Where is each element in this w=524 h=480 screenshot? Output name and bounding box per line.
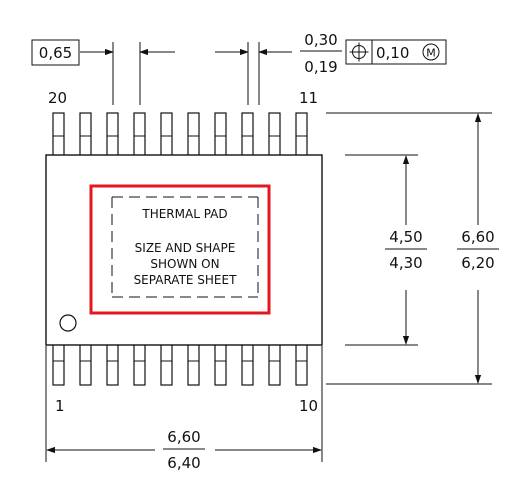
overall-height-min: 6,20 — [461, 254, 494, 272]
top-pin-15 — [187, 112, 200, 157]
pin-label-1: 1 — [55, 397, 65, 415]
body-height-dimension — [345, 154, 427, 346]
thermal-pad-note-line2: SHOWN ON — [150, 257, 219, 271]
thermal-pad-highlight-box — [89, 184, 271, 315]
bottom-pin-10 — [295, 343, 308, 386]
bottom-pin-2 — [79, 343, 92, 386]
pin1-indicator-dot — [59, 314, 77, 332]
top-pin-18 — [106, 112, 119, 157]
bottom-pin-7 — [214, 343, 227, 386]
thermal-pad-note-line3: SEPARATE SHEET — [134, 273, 238, 287]
bottom-pin-row — [52, 343, 308, 386]
thermal-pad-title: THERMAL PAD — [141, 207, 227, 221]
top-pin-17 — [133, 112, 146, 157]
top-pin-11 — [295, 112, 308, 157]
lead-width-dimension — [215, 42, 342, 105]
pin-label-11: 11 — [299, 89, 318, 107]
top-pin-13 — [241, 112, 254, 157]
position-tolerance-value: 0,10 — [376, 44, 409, 62]
top-pin-16 — [160, 112, 173, 157]
pitch-value-box — [31, 39, 80, 66]
thermal-pad-outline — [111, 196, 259, 298]
top-pin-12 — [268, 112, 281, 157]
lead-width-max: 0,30 — [304, 31, 337, 49]
thermal-pad-note-line1: SIZE AND SHAPE — [135, 241, 236, 255]
bottom-pin-1 — [52, 343, 65, 386]
top-pin-19 — [79, 112, 92, 157]
overall-width-max: 6,60 — [167, 428, 200, 446]
body-height-max: 4,50 — [389, 228, 422, 246]
overall-height-max: 6,60 — [461, 228, 494, 246]
pitch-value: 0,65 — [39, 44, 72, 62]
top-pin-20 — [52, 112, 65, 157]
mmc-modifier-letter: M — [426, 47, 436, 60]
bottom-pin-3 — [106, 343, 119, 386]
mmc-modifier-icon — [422, 43, 440, 61]
overall-height-dimension — [326, 112, 499, 385]
pin-label-10: 10 — [299, 397, 318, 415]
overall-width-min: 6,40 — [167, 454, 200, 472]
bottom-pin-9 — [268, 343, 281, 386]
position-symbol-icon — [349, 42, 369, 62]
bottom-pin-6 — [187, 343, 200, 386]
bottom-pin-4 — [133, 343, 146, 386]
body-height-min: 4,30 — [389, 254, 422, 272]
pin-label-20: 20 — [48, 89, 67, 107]
overall-width-dimension — [45, 346, 323, 462]
bottom-pin-8 — [241, 343, 254, 386]
bottom-pin-5 — [160, 343, 173, 386]
lead-width-min: 0,19 — [304, 58, 337, 76]
top-pin-14 — [214, 112, 227, 157]
pitch-dimension — [80, 42, 175, 105]
top-pin-row — [52, 112, 308, 157]
